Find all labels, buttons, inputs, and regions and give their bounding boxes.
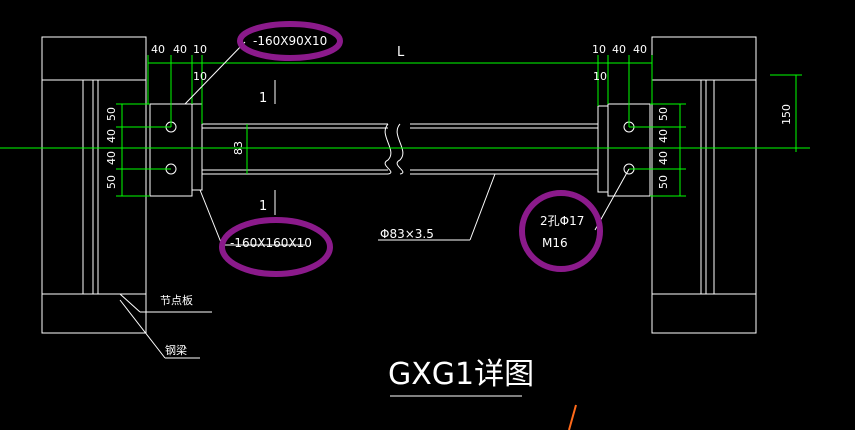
dim-vert-left-4: 50 — [105, 175, 118, 189]
section-mark-top: 1 — [259, 91, 267, 106]
right-dimension-150: 150 — [780, 104, 793, 125]
highlight-ellipse-bottom-plate — [219, 217, 333, 277]
left-steel-column — [41, 36, 147, 334]
dim-top-left-3: 10 — [193, 43, 207, 56]
dim-top-right-1: 10 — [592, 43, 606, 56]
dim-top-left-4: 10 — [193, 70, 207, 83]
dim-vert-right-2: 40 — [657, 129, 670, 143]
bolt-label-line1: 2孔Φ17 — [540, 214, 584, 228]
left-connection-plate — [149, 103, 203, 197]
drawing-title: GXG1详图 — [388, 357, 534, 392]
dim-top-left-2: 40 — [173, 43, 187, 56]
dim-vert-left-1: 50 — [105, 107, 118, 121]
plate-label-bottom: -160X160X10 — [230, 236, 312, 250]
steel-beam-label: 钢梁 — [165, 343, 187, 357]
dim-vert-left-3: 40 — [105, 151, 118, 165]
dim-vert-right-3: 40 — [657, 151, 670, 165]
section-mark-bottom: 1 — [259, 199, 267, 214]
node-plate-label: 节点板 — [160, 293, 193, 307]
dim-vert-right-4: 50 — [657, 175, 670, 189]
pipe-dimension: 83 — [232, 141, 245, 155]
highlight-ellipse-top-plate — [237, 21, 343, 61]
highlight-annotations — [219, 21, 603, 277]
pen-stroke-mark — [568, 404, 577, 430]
plate-label-top: -160X90X10 — [253, 34, 327, 48]
steel-pipe — [202, 123, 598, 175]
dim-vert-right-1: 50 — [657, 107, 670, 121]
pipe-label: Φ83×3.5 — [380, 227, 434, 241]
right-steel-column — [651, 36, 757, 334]
dim-top-right-3: 40 — [633, 43, 647, 56]
dimension-lines — [0, 55, 810, 197]
dim-top-right-2: 40 — [612, 43, 626, 56]
span-label: L — [397, 45, 405, 60]
dim-top-right-4: 10 — [593, 70, 607, 83]
bolt-label-line2: M16 — [542, 236, 568, 250]
dim-top-left-1: 40 — [151, 43, 165, 56]
highlight-ellipse-bolt — [519, 190, 603, 272]
dim-vert-left-2: 40 — [105, 129, 118, 143]
right-connection-plate — [597, 103, 651, 197]
